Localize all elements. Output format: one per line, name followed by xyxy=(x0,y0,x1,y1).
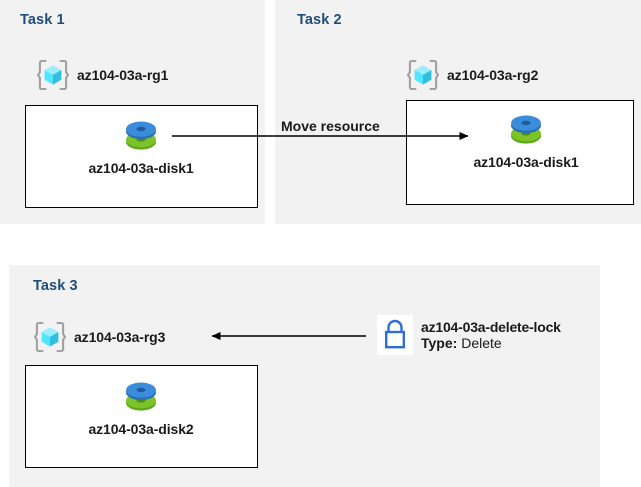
task-2-title: Task 2 xyxy=(297,12,342,28)
task-3-resource-group-row: az104-03a-rg3 xyxy=(33,320,165,354)
delete-lock-type-value: Delete xyxy=(461,335,502,352)
task-3-resource-box xyxy=(25,365,258,468)
task-3-panel: Task 3 az104-03a-rg3 az104-03a xyxy=(9,265,600,487)
task-3-disk: az104-03a-disk2 xyxy=(88,373,194,437)
delete-lock-name: az104-03a-delete-lock xyxy=(421,319,561,335)
disk-icon xyxy=(119,112,163,156)
task-1-resource-group-row: az104-03a-rg1 xyxy=(36,58,168,92)
delete-lock-group: az104-03a-delete-lock Type: Delete xyxy=(377,315,561,355)
task-2-resource-group-row: az104-03a-rg2 xyxy=(406,58,538,92)
disk-icon xyxy=(504,106,548,150)
resource-group-icon xyxy=(33,320,67,354)
disk-icon xyxy=(119,373,163,417)
delete-lock-type: Type: Delete xyxy=(421,335,561,351)
task-3-title: Task 3 xyxy=(33,278,78,294)
task-1-title: Task 1 xyxy=(20,12,65,28)
task-3-resource-group-label: az104-03a-rg3 xyxy=(74,329,166,345)
task-1-disk: az104-03a-disk1 xyxy=(88,112,194,176)
task-2-panel: Task 2 az104-03a-rg2 az104-03a xyxy=(275,0,641,224)
delete-lock-type-label: Type: xyxy=(421,335,458,352)
resource-group-icon xyxy=(36,58,70,92)
task-1-disk-label: az104-03a-disk1 xyxy=(88,160,194,176)
delete-lock-texts: az104-03a-delete-lock Type: Delete xyxy=(421,315,561,351)
task-2-disk: az104-03a-disk1 xyxy=(473,106,579,170)
task-1-panel: Task 1 az104-03a-rg1 az104-03a xyxy=(0,0,265,224)
task-2-resource-group-label: az104-03a-rg2 xyxy=(447,67,539,83)
resource-group-icon xyxy=(406,58,440,92)
move-resource-label: Move resource xyxy=(281,118,380,134)
task-1-resource-group-label: az104-03a-rg1 xyxy=(77,67,169,83)
task-2-disk-label: az104-03a-disk1 xyxy=(473,154,579,170)
lock-icon xyxy=(377,315,413,355)
task-3-disk-label: az104-03a-disk2 xyxy=(88,421,194,437)
